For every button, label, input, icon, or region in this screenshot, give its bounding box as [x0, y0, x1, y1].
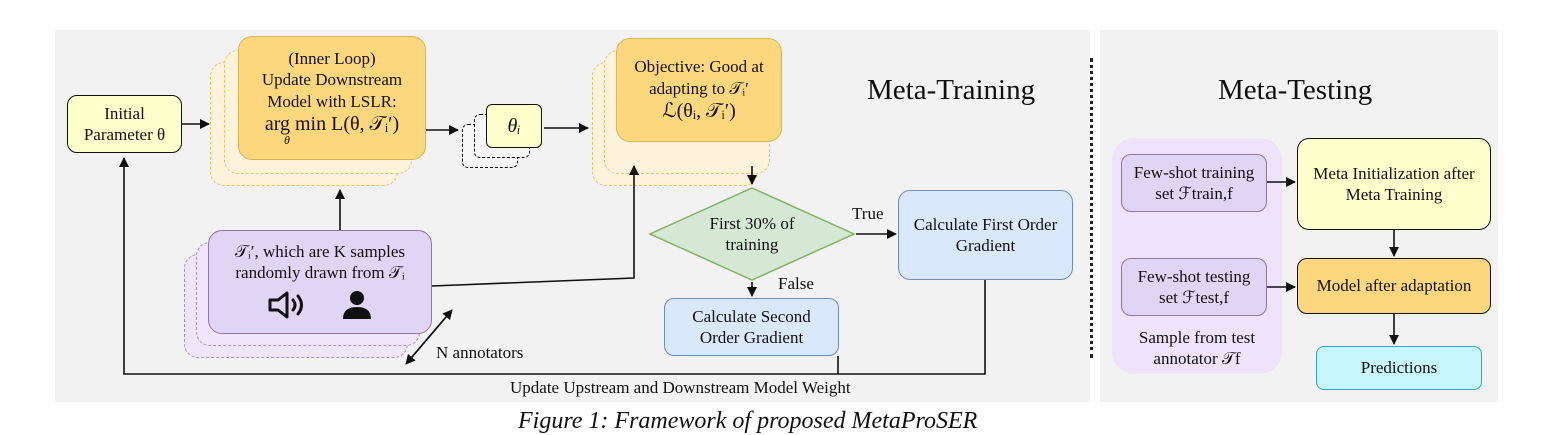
inner-loop-sub: θ — [284, 132, 290, 147]
test-set-line1: Few-shot testing — [1137, 266, 1251, 286]
objective-line2: adapting to 𝒯ᵢ′ — [649, 78, 749, 98]
inner-loop-formula: arg min L(θ, 𝒯ᵢ′) — [264, 112, 400, 135]
samples-icons — [267, 290, 373, 320]
predictions-box: Predictions — [1316, 346, 1482, 390]
meta-init-line1: Meta Initialization after — [1313, 163, 1475, 183]
test-set-line2: set ℱtest,f — [1158, 288, 1230, 307]
second-order-box: Calculate Second Order Gradient — [664, 298, 839, 356]
meta-init-line2: Meta Training — [1345, 185, 1443, 204]
inner-loop-box: (Inner Loop) Update Downstream Model wit… — [238, 36, 426, 160]
first-order-line2: Gradient — [955, 236, 1016, 255]
model-after-label: Model after adaptation — [1316, 276, 1472, 296]
sample-from-line2: annotator 𝒯f — [1153, 349, 1241, 368]
n-annotators-label: N annotators — [436, 343, 524, 362]
update-weight-label: Update Upstream and Downstream Model Wei… — [510, 378, 851, 397]
objective-line1: Objective: Good at — [634, 57, 764, 77]
train-set-box: Few-shot training set ℱtrain,f — [1121, 154, 1267, 212]
model-after-box: Model after adaptation — [1297, 258, 1491, 314]
speaker-icon — [268, 291, 303, 318]
samples-line2: randomly drawn from 𝒯ᵢ — [235, 263, 405, 283]
meta-init-box: Meta Initialization after Meta Training — [1297, 138, 1491, 230]
initial-parameter-line2: Parameter θ — [83, 125, 166, 144]
sample-from-text: Sample from test annotator 𝒯f — [1117, 324, 1277, 372]
false-label: False — [778, 274, 814, 293]
train-set-line1: Few-shot training — [1133, 162, 1255, 182]
sample-from-line1: Sample from test — [1138, 327, 1256, 347]
decision-line1: First 30% of — [709, 213, 795, 233]
initial-parameter-box: Initial Parameter θ — [67, 95, 182, 153]
theta-i-box: θᵢ — [486, 104, 542, 148]
train-set-line2: set ℱtrain,f — [1155, 184, 1233, 203]
theta-i-label: θᵢ — [507, 114, 521, 137]
first-order-box: Calculate First Order Gradient — [898, 190, 1073, 280]
predictions-label: Predictions — [1360, 358, 1438, 378]
samples-line1: 𝒯ᵢ′, which are K samples — [234, 242, 406, 261]
decision-diamond — [648, 187, 856, 281]
first-order-line1: Calculate First Order — [913, 214, 1058, 234]
initial-parameter-line1: Initial — [104, 103, 145, 123]
panel-separator — [1090, 58, 1093, 358]
connector-lines — [119, 119, 1399, 375]
second-order-line1: Calculate Second — [692, 306, 811, 326]
inner-loop-line2: Update Downstream — [261, 70, 403, 90]
samples-box: 𝒯ᵢ′, which are K samples randomly drawn … — [208, 230, 432, 334]
objective-formula: ℒ(θᵢ, 𝒯ᵢ′) — [662, 99, 736, 122]
meta-training-title: Meta-Training — [867, 74, 1036, 106]
second-order-line2: Order Gradient — [699, 328, 804, 347]
inner-loop-line3: Model with LSLR: — [267, 91, 397, 111]
true-label: True — [852, 204, 884, 223]
decision-text: First 30% of training — [688, 212, 816, 256]
objective-box: Objective: Good at adapting to 𝒯ᵢ′ ℒ(θᵢ,… — [616, 38, 782, 142]
test-set-box: Few-shot testing set ℱtest,f — [1121, 258, 1267, 316]
person-icon — [343, 290, 371, 319]
inner-loop-line1: (Inner Loop) — [288, 49, 376, 69]
decision-line2: training — [725, 235, 779, 254]
meta-testing-title: Meta-Testing — [1218, 74, 1373, 106]
